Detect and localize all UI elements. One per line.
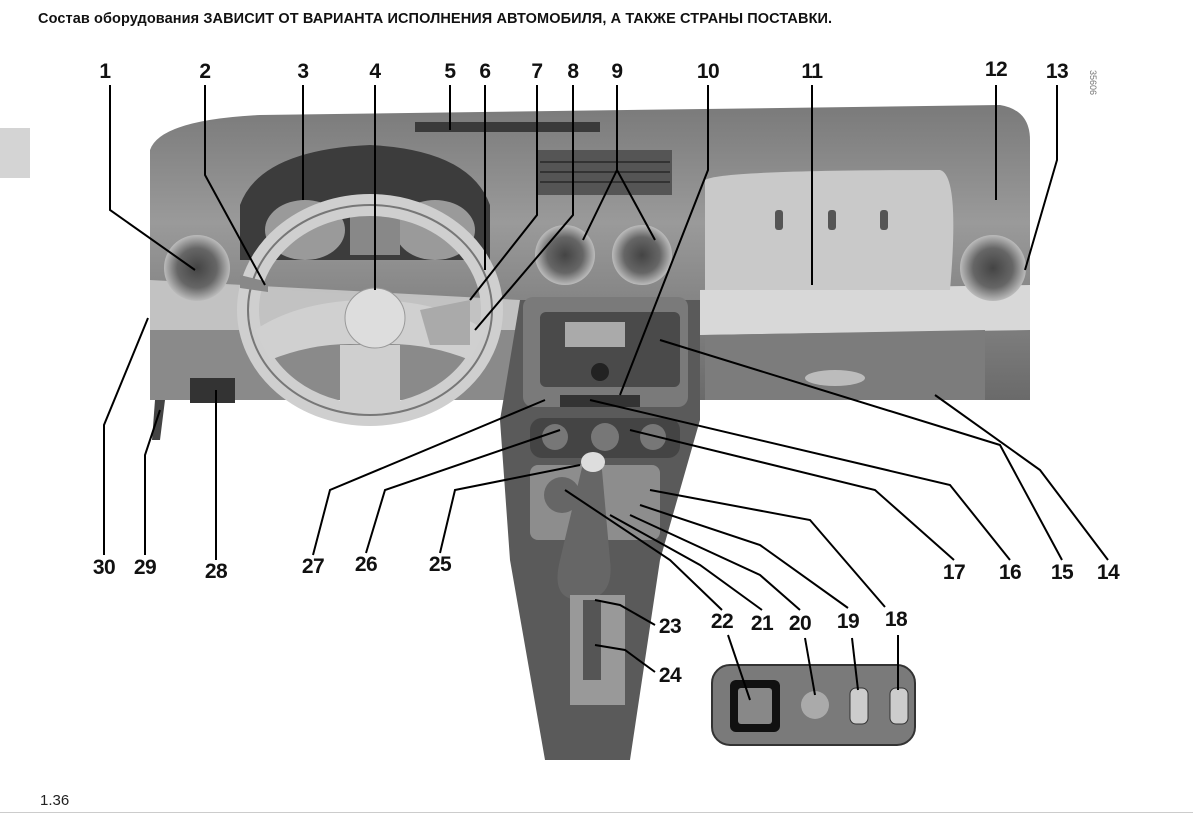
- callout-22: 22: [710, 610, 734, 633]
- callout-13: 13: [1045, 60, 1069, 83]
- callout-2: 2: [199, 60, 211, 83]
- callout-4: 4: [369, 60, 381, 83]
- callout-27: 27: [301, 555, 325, 578]
- section-tab: [0, 128, 30, 178]
- callout-6: 6: [479, 60, 491, 83]
- callout-8: 8: [567, 60, 579, 83]
- callout-23: 23: [658, 615, 682, 638]
- leader-lines: [103, 85, 1109, 701]
- callout-26: 26: [354, 553, 378, 576]
- callout-9: 9: [611, 60, 623, 83]
- callout-15: 15: [1050, 561, 1074, 584]
- page-header: Состав оборудования ЗАВИСИТ ОТ ВАРИАНТА …: [38, 11, 833, 27]
- callout-25: 25: [428, 553, 452, 576]
- callout-17: 17: [942, 561, 966, 584]
- callout-12: 12: [984, 58, 1008, 81]
- callout-11: 11: [801, 60, 823, 83]
- callout-19: 19: [836, 610, 860, 633]
- callout-1: 1: [99, 60, 111, 83]
- callout-30: 30: [92, 556, 116, 579]
- callout-3: 3: [297, 60, 309, 83]
- callout-7: 7: [531, 60, 543, 83]
- callout-14: 14: [1096, 561, 1120, 584]
- callout-21: 21: [750, 612, 774, 635]
- callout-10: 10: [696, 60, 720, 83]
- callout-29: 29: [133, 556, 157, 579]
- callout-16: 16: [998, 561, 1022, 584]
- callout-24: 24: [658, 664, 682, 687]
- page-divider: [0, 812, 1193, 813]
- callout-28: 28: [204, 560, 228, 583]
- callout-18: 18: [884, 608, 908, 631]
- callout-5: 5: [444, 60, 456, 83]
- page-number: 1.36: [40, 792, 70, 809]
- callout-20: 20: [788, 612, 812, 635]
